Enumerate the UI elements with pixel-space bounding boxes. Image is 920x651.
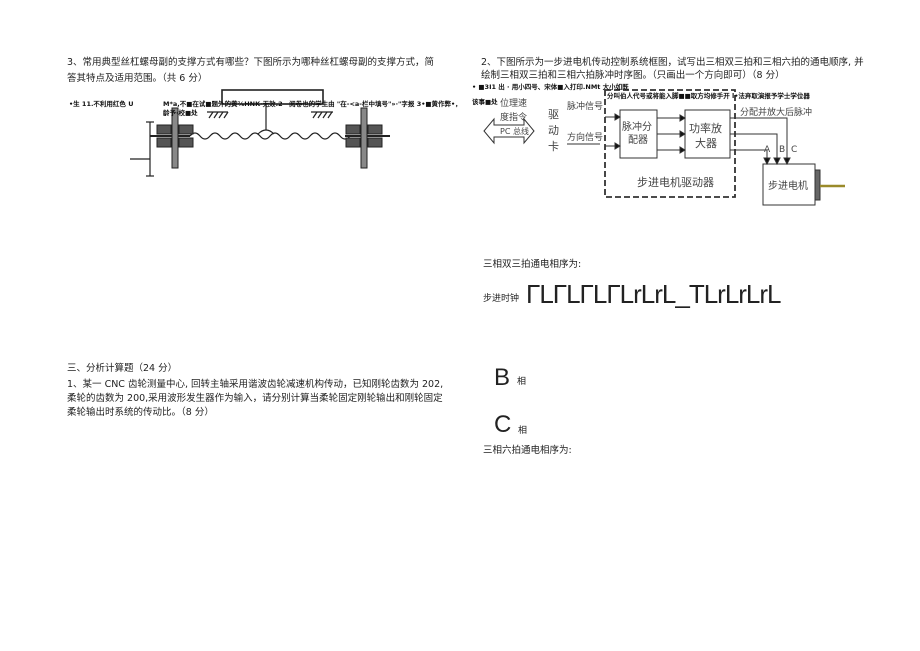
phase-b-letter: B bbox=[494, 364, 511, 391]
position-command-label: 位理速 bbox=[500, 99, 528, 109]
section-3-heading: 三、分析计算题（24 分） bbox=[67, 363, 178, 374]
q3-text-line2: 答其特点及适用范围。（共 6 分） bbox=[67, 73, 208, 84]
right-bearing bbox=[345, 107, 383, 169]
double-three-beat-label: 三相双三拍通电相序为: bbox=[483, 259, 582, 270]
drive-card-label-1: 驱 bbox=[548, 108, 559, 121]
stepper-control-diagram bbox=[483, 89, 845, 206]
q1-text-line3: 柔轮输出时系统的传动比。（8 分） bbox=[67, 407, 214, 418]
amplifier-label-1: 功率放 bbox=[689, 122, 722, 135]
q2-text-line1: 2、下图所示为一步进电机传动控制系统框图，试写出三相双三拍和三相六拍的通电顺序,… bbox=[481, 57, 864, 68]
q1-text-line2: 柔轮的齿数为 200,采用波形发生器作为输入，请分别计算当柔轮固定刚轮输出和刚轮… bbox=[67, 393, 443, 404]
drive-card-label-2: 动 bbox=[548, 124, 559, 137]
driver-label: 步进电机驱动器 bbox=[637, 176, 714, 189]
step-clock-label: 步进时钟 bbox=[483, 294, 520, 304]
garbled-note-b: M*a,不■在试■题外的黄⅞HNK·无效.2—阅卷也的学生由 "在-<a-栏中填… bbox=[163, 100, 462, 117]
speed-command-label: 度指令 bbox=[500, 113, 528, 123]
drive-card-label-3: 卡 bbox=[548, 140, 559, 153]
direction-signal-label: 方向信号 bbox=[567, 133, 604, 143]
step-clock-waveform: ΓLΓLΓLΓLrLrL_TLrLrLrL bbox=[526, 279, 782, 309]
six-beat-label: 三相六拍通电相序为: bbox=[483, 445, 572, 456]
phase-c-letter: C bbox=[494, 411, 512, 438]
garbled-note-a: •生 11.不利用红色 U bbox=[69, 100, 134, 108]
phase-c-label: C bbox=[791, 145, 798, 155]
phase-c-suffix: 相 bbox=[518, 426, 528, 436]
nut-table bbox=[221, 89, 324, 105]
amplified-pulse-label: 分配并放大后脉冲 bbox=[740, 108, 813, 118]
phase-b-label: B bbox=[779, 145, 786, 155]
garbled-note-d: 分叫伯人代号或将能入脚■■取方均修手开 l•法弃取演报予学士学位器 bbox=[607, 92, 810, 100]
q3-text-line1: 3、常用典型丝杠螺母副的支撑方式有哪些？下图所示为哪种丝杠螺母副的支撑方式，简 bbox=[67, 57, 435, 68]
distributor-label-2: 配器 bbox=[628, 135, 648, 146]
screw-shaft bbox=[189, 132, 351, 140]
amplifier-label-2: 大器 bbox=[695, 137, 717, 150]
q2-text-line2: 绘制三相双三拍和三相六拍脉冲时序图。（只画出一个方向即可）（8 分） bbox=[481, 70, 785, 81]
pc-bus-label: PC 总线 bbox=[500, 127, 529, 136]
driver-box bbox=[604, 89, 736, 198]
garbled-note-e: 该事■处 bbox=[472, 98, 498, 106]
garbled-note-c: • ■3I1 出 · 用小四号、宋体■入打印.NMt 大小如既 bbox=[472, 83, 629, 91]
pulse-signal-label: 脉冲信号 bbox=[567, 102, 604, 112]
distributor-label-1: 脉冲分 bbox=[622, 122, 652, 133]
left-bearing bbox=[156, 107, 194, 169]
phase-a-label: A bbox=[764, 145, 771, 155]
motor-label: 步进电机 bbox=[768, 181, 808, 192]
phase-b-suffix: 相 bbox=[517, 377, 527, 387]
bus-arrow bbox=[483, 117, 535, 145]
q1-text-line1: 1、某一 CNC 齿轮测量中心, 回转主轴采用谐波齿轮减速机构传动，已知刚轮齿数… bbox=[67, 379, 444, 390]
